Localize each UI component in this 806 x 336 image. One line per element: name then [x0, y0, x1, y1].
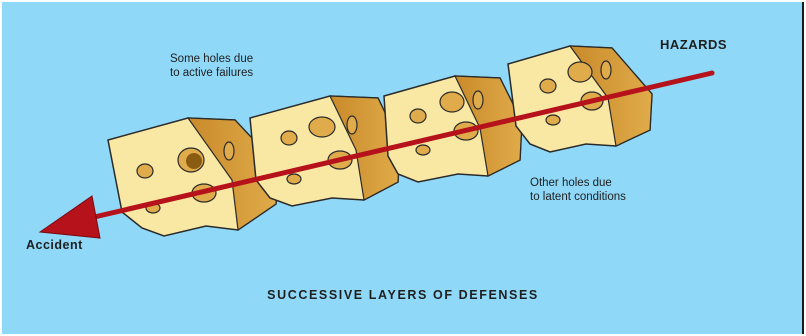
cheese-slice-3: [384, 76, 522, 182]
accident-label: Accident: [26, 238, 83, 252]
hazards-label: HAZARDS: [660, 37, 727, 52]
latent-conditions-note: Other holes due to latent conditions: [530, 176, 680, 204]
cheese-slice-4: [508, 46, 652, 152]
latent-conditions-line-2: to latent conditions: [530, 190, 680, 204]
active-failures-line-1: Some holes due: [170, 52, 320, 66]
footer-caption: SUCCESSIVE LAYERS OF DEFENSES: [0, 288, 806, 302]
active-failures-line-2: to active failures: [170, 66, 320, 80]
latent-conditions-line-1: Other holes due: [530, 176, 680, 190]
active-failures-note: Some holes due to active failures: [170, 52, 320, 80]
